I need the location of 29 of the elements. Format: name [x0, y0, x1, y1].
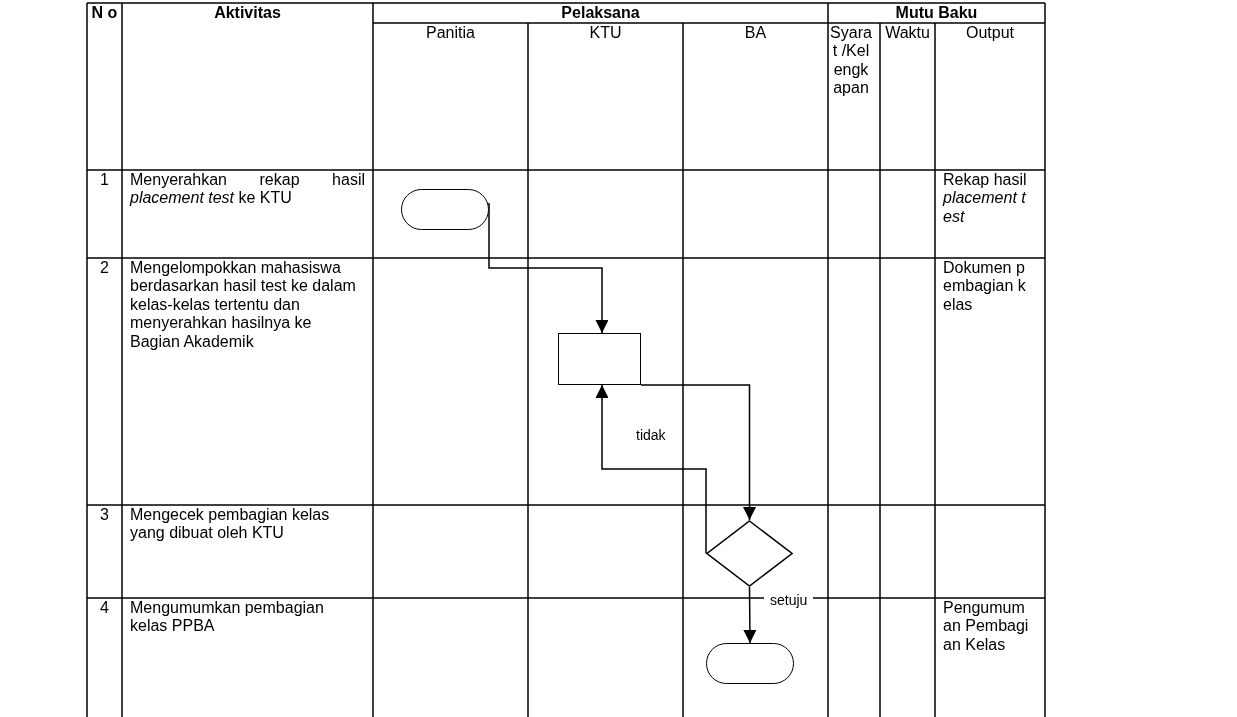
output-text: Dokumen pembagian kelas — [943, 259, 1027, 315]
column-header: Mutu Baku — [894, 4, 979, 23]
output-text: Pengumuman Pembagian Kelas — [943, 599, 1030, 655]
terminator-shape — [401, 189, 489, 230]
column-header: Aktivitas — [213, 4, 282, 23]
column-header: Output — [965, 24, 1015, 43]
activity-text: Menyerahkan rekap hasil placement test ke KTU — [130, 171, 365, 208]
row-number: 2 — [99, 259, 110, 278]
column-header: N o — [90, 4, 119, 23]
column-header: Panitia — [425, 24, 476, 43]
arrow — [595, 384, 707, 555]
row-number: 4 — [99, 599, 110, 618]
column-header: Syarat /Kelengkapan — [830, 24, 872, 98]
column-header: Waktu — [884, 24, 931, 43]
activity-text: Mengecek pembagian kelas yang dibuat oleh KTU — [130, 506, 331, 543]
activity-text: Mengelompokkan mahasiswa berdasarkan hasil test ke dalam kelas-kelas tertentu dan menyerahkan hasilnya ke Bagian Akademik — [130, 259, 357, 352]
column-header: KTU — [588, 24, 623, 43]
terminator-shape — [706, 643, 794, 684]
arrow — [640, 384, 756, 521]
process-box — [558, 333, 641, 385]
row-number: 1 — [99, 171, 110, 190]
output-text: Rekap hasil placement test — [943, 171, 1028, 227]
column-header: Pelaksana — [560, 4, 641, 23]
arrow — [743, 586, 757, 644]
decision-diamond — [706, 520, 793, 587]
activity-text: Mengumumkan pembagian kelas PPBA — [130, 599, 325, 636]
row-number: 3 — [99, 506, 110, 525]
column-header: BA — [743, 24, 768, 43]
arrow — [488, 202, 609, 334]
